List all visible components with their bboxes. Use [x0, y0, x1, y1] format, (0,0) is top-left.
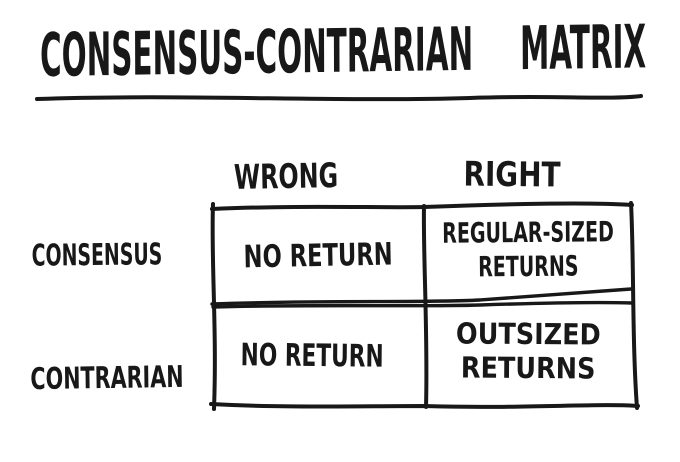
cell-text-line-2: RETURNS [460, 350, 596, 385]
cell-text-line-1: OUTSIZED [455, 315, 601, 352]
cell-consensus-right: REGULAR-SIZED RETURNS [426, 210, 630, 302]
cell-text-line-2: RETURNS [477, 249, 579, 284]
grid-border-left [210, 202, 217, 411]
title-underline [35, 94, 643, 102]
cell-text-line-1: REGULAR-SIZED [441, 215, 614, 250]
matrix-grid [209, 201, 640, 411]
cell-text: REGULAR-SIZED RETURNS [442, 215, 614, 284]
grid-divider-vertical [421, 204, 429, 409]
row-header-contrarian: CONTRARIAN [30, 359, 184, 398]
cell-text: NO RETURN [243, 236, 393, 276]
cell-text: NO RETURN [240, 336, 384, 375]
column-header-right: RIGHT [463, 154, 561, 196]
cell-contrarian-right: OUTSIZED RETURNS [426, 307, 630, 404]
grid-divider-horizontal-stroke-a [210, 287, 633, 306]
row-header-consensus: CONSENSUS [31, 237, 163, 274]
cell-consensus-wrong: NO RETURN [214, 210, 422, 302]
cell-text: OUTSIZED RETURNS [455, 315, 601, 385]
grid-border-right [629, 201, 639, 410]
column-header-wrong: WRONG [233, 156, 339, 198]
cell-contrarian-wrong: NO RETURN [214, 307, 422, 404]
grid-border-bottom [209, 402, 640, 409]
grid-divider-horizontal-stroke-b [211, 300, 634, 309]
